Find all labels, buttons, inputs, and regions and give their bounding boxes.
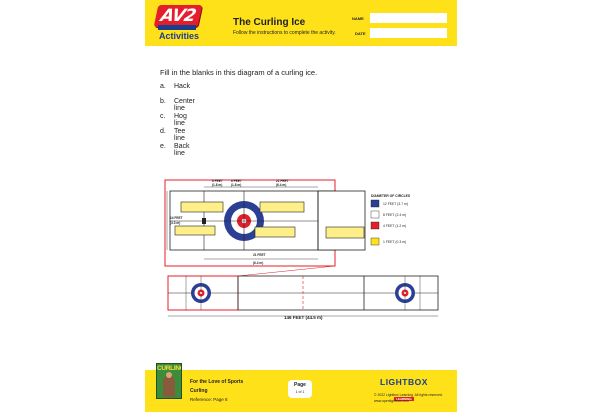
page-label: Page xyxy=(294,382,306,388)
legend-swatch-blue xyxy=(370,199,380,208)
dim-top-2-m: (1.8 m) xyxy=(231,183,241,187)
blank-box-5[interactable] xyxy=(325,226,365,239)
page-count: 1 of 1 xyxy=(295,390,305,394)
page-indicator: Page 1 of 1 xyxy=(288,380,312,398)
zoom-ice-extension xyxy=(317,190,366,251)
footer-topic: Curling xyxy=(190,388,208,394)
legend-swatch-red xyxy=(370,221,380,230)
blank-box-3[interactable] xyxy=(259,201,305,213)
footer-reference: Reference: Page 8 xyxy=(190,397,228,402)
logo-tag xyxy=(158,25,196,30)
name-field[interactable] xyxy=(370,13,447,23)
brand-sub: LEARNING xyxy=(394,397,414,401)
dim-left-m: (4.3 m) xyxy=(170,221,180,225)
blank-box-4[interactable] xyxy=(254,226,296,238)
date-field[interactable] xyxy=(370,28,447,38)
dim-top-3-m: (6.4 m) xyxy=(276,183,286,187)
zoom-connector xyxy=(237,265,336,277)
page-subtitle: Follow the instructions to complete the … xyxy=(233,30,336,36)
activities-label: Activities xyxy=(158,31,200,41)
cover-person-figure xyxy=(163,372,175,397)
dim-top-1-m: (1.8 m) xyxy=(212,183,222,187)
av2-logo: AV2 Activities xyxy=(152,5,206,45)
blank-box-2[interactable] xyxy=(174,225,216,236)
hack-mark xyxy=(202,218,206,224)
dim-top-1-ft: 6 FEET xyxy=(212,179,223,183)
footer-series: For the Love of Sports xyxy=(190,379,244,385)
dim-top-2-ft: 6 FEET xyxy=(231,179,242,183)
dim-bottom-m: (6.4 m) xyxy=(253,261,263,265)
blank-box-1[interactable] xyxy=(180,201,224,213)
legend-label-1: 12 FEET (3.7 m) xyxy=(383,202,408,206)
legend-label-3: 4 FEET (1.2 m) xyxy=(383,224,406,228)
brand-name: LIGHTBOX xyxy=(380,377,428,387)
footer-url: www.openlightbox.com xyxy=(374,399,409,403)
dim-left-ft: 14 FEET xyxy=(170,216,183,220)
footer-copyright: © 2022 Lightbox Learning. All rights res… xyxy=(374,393,443,397)
legend-swatch-yellow xyxy=(370,237,380,246)
legend-label-4: 1 FEET (0.3 m) xyxy=(383,240,406,244)
legend-title: DIAMETER OF CIRCLES xyxy=(371,194,411,198)
page-title: The Curling Ice xyxy=(233,17,306,28)
lightbox-logo: LIGHTBOX LEARNING xyxy=(380,377,450,405)
dim-full-length: 146 FEET (44.5 m) xyxy=(284,315,323,320)
dim-top-3-ft: 21 FEET xyxy=(276,179,289,183)
legend-swatch-white xyxy=(370,210,380,219)
legend-label-2: 8 FEET (2.4 m) xyxy=(383,213,406,217)
cover-title: CURLING xyxy=(157,365,182,372)
date-label: DATE xyxy=(355,31,366,36)
instruction-text: Fill in the blanks in this diagram of a … xyxy=(160,68,318,77)
dim-bottom-ft: 21 FEET xyxy=(253,253,266,257)
name-label: NAME xyxy=(352,16,364,21)
book-cover-image: CURLING xyxy=(156,363,182,399)
